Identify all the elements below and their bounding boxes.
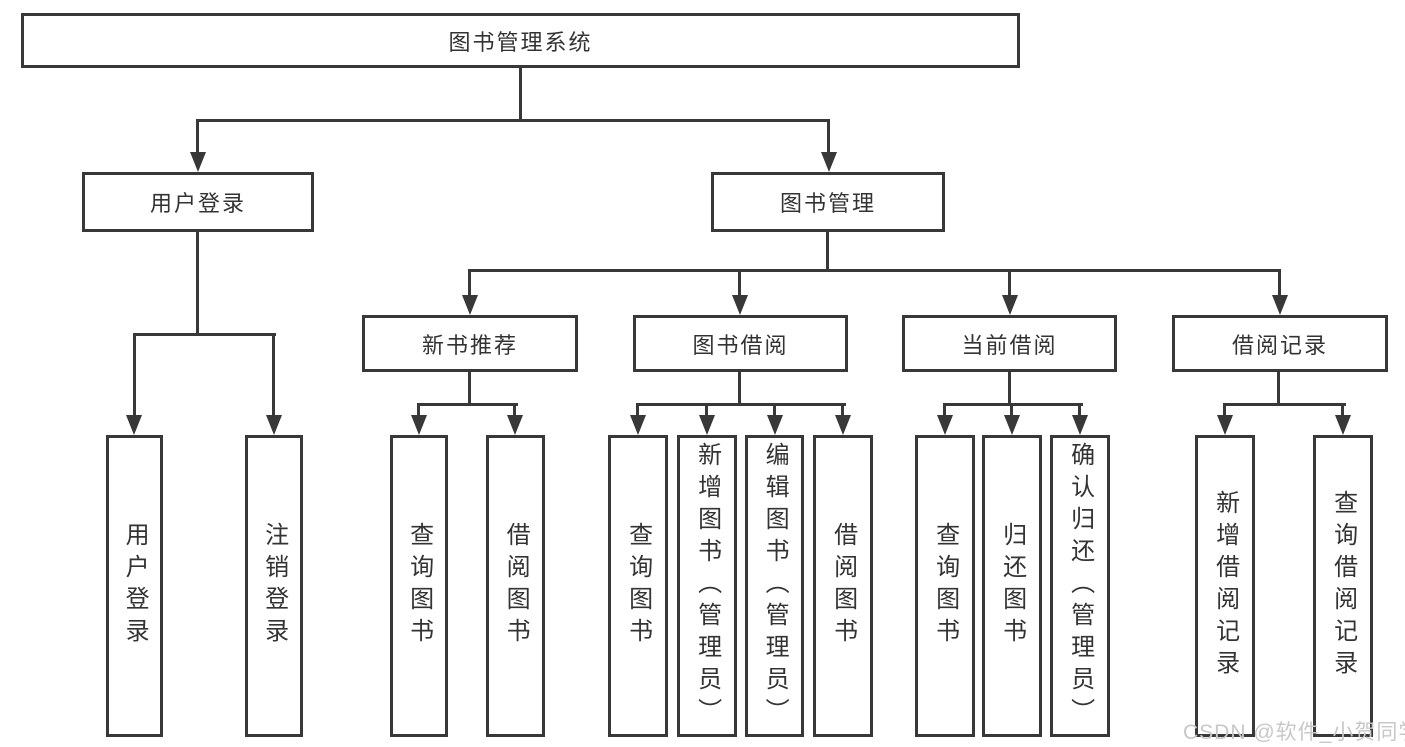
connector-drop <box>133 333 136 418</box>
connector-drop-book-mgmt <box>827 119 830 159</box>
connector-bus <box>943 403 1083 406</box>
connector-bus <box>1223 403 1346 406</box>
leaf-recommend-borrow-book-label: 借阅图书 <box>502 522 530 650</box>
leaf-user-login-label: 用户登录 <box>121 522 149 650</box>
leaf-query-borrow-record-label: 查询借阅记录 <box>1329 490 1357 682</box>
arrow-down-icon <box>1072 415 1088 435</box>
connector-stem <box>1277 370 1280 406</box>
connector-drop <box>468 269 471 299</box>
leaf-borrow-query-book-label: 查询图书 <box>624 522 652 650</box>
connector-root-bus <box>196 119 830 122</box>
node-borrow-records: 借阅记录 <box>1172 315 1388 372</box>
connector-bus <box>417 403 518 406</box>
connector-stem <box>1008 370 1011 406</box>
leaf-edit-book-admin: 编辑图书（管理员） <box>745 435 804 737</box>
leaf-recommend-query-book: 查询图书 <box>390 435 448 737</box>
leaf-return-book-label: 归还图书 <box>998 522 1026 650</box>
arrow-down-icon <box>835 415 851 435</box>
node-root: 图书管理系统 <box>21 13 1020 68</box>
connector-root-stem <box>519 66 522 121</box>
arrow-down-icon <box>1335 415 1351 435</box>
leaf-user-login: 用户登录 <box>106 435 163 737</box>
leaf-confirm-return-admin-label: 确认归还（管理员） <box>1066 442 1094 730</box>
node-user-login: 用户登录 <box>82 172 314 232</box>
leaf-recommend-borrow-book: 借阅图书 <box>486 435 545 737</box>
arrow-down-icon <box>462 295 478 315</box>
arrow-down-icon <box>1002 295 1018 315</box>
connector-drop <box>1341 403 1344 418</box>
arrow-down-icon <box>937 415 953 435</box>
leaf-return-book: 归还图书 <box>982 435 1042 737</box>
connector-drop <box>636 403 639 418</box>
node-book-management: 图书管理 <box>711 172 945 232</box>
connector-drop <box>738 269 741 299</box>
connector-book-mgmt-stem <box>826 230 829 272</box>
connector-stem <box>468 370 471 406</box>
connector-drop <box>1010 403 1013 418</box>
leaf-current-query-book: 查询图书 <box>915 435 975 737</box>
connector-drop <box>1008 269 1011 299</box>
leaf-logout: 注销登录 <box>245 435 303 737</box>
arrow-down-icon <box>190 152 206 172</box>
arrow-down-icon <box>767 415 783 435</box>
leaf-logout-label: 注销登录 <box>260 522 288 650</box>
node-current-borrow-label: 当前借阅 <box>961 332 1058 358</box>
node-new-book-recommend-label: 新书推荐 <box>421 332 518 358</box>
node-borrow-records-label: 借阅记录 <box>1231 332 1328 358</box>
arrow-down-icon <box>507 415 523 435</box>
leaf-borrow-query-book: 查询图书 <box>608 435 668 737</box>
connector-drop <box>272 333 275 418</box>
leaf-add-book-admin-label: 新增图书（管理员） <box>693 442 721 730</box>
arrow-down-icon <box>411 415 427 435</box>
connector-drop <box>841 403 844 418</box>
arrow-down-icon <box>1004 415 1020 435</box>
leaf-query-borrow-record: 查询借阅记录 <box>1313 435 1373 737</box>
arrow-down-icon <box>126 415 142 435</box>
arrow-down-icon <box>699 415 715 435</box>
arrow-down-icon <box>732 295 748 315</box>
leaf-edit-book-admin-label: 编辑图书（管理员） <box>761 442 789 730</box>
connector-drop <box>417 403 420 418</box>
connector-drop <box>705 403 708 418</box>
arrow-down-icon <box>266 415 282 435</box>
connector-drop <box>1078 403 1081 418</box>
arrow-down-icon <box>1217 415 1233 435</box>
node-book-management-label: 图书管理 <box>779 191 876 216</box>
watermark: CSDN @软件_小贺同学 <box>1183 721 1405 744</box>
node-user-login-label: 用户登录 <box>149 191 246 216</box>
node-new-book-recommend: 新书推荐 <box>362 315 578 372</box>
leaf-borrow-book: 借阅图书 <box>813 435 873 737</box>
arrow-down-icon <box>630 415 646 435</box>
connector-bus <box>636 403 846 406</box>
leaf-add-borrow-record-label: 新增借阅记录 <box>1211 490 1239 682</box>
leaf-confirm-return-admin: 确认归还（管理员） <box>1050 435 1110 737</box>
connector-drop <box>773 403 776 418</box>
node-current-borrow: 当前借阅 <box>902 315 1117 372</box>
connector-drop <box>513 403 516 418</box>
node-root-label: 图书管理系统 <box>448 29 593 55</box>
connector-drop-user-login <box>196 119 199 159</box>
connector-user-login-bus <box>133 333 276 336</box>
leaf-add-borrow-record: 新增借阅记录 <box>1195 435 1255 737</box>
connector-drop <box>1223 403 1226 418</box>
leaf-recommend-query-book-label: 查询图书 <box>405 522 433 650</box>
leaf-add-book-admin: 新增图书（管理员） <box>677 435 737 737</box>
leaf-current-query-book-label: 查询图书 <box>931 522 959 650</box>
connector-drop <box>1278 269 1281 299</box>
node-book-borrow: 图书借阅 <box>633 315 848 372</box>
connector-book-mgmt-bus <box>468 269 1281 272</box>
connector-user-login-stem <box>196 230 199 336</box>
arrow-down-icon <box>821 152 837 172</box>
node-book-borrow-label: 图书借阅 <box>692 332 789 358</box>
connector-drop <box>943 403 946 418</box>
leaf-borrow-book-label: 借阅图书 <box>829 522 857 650</box>
arrow-down-icon <box>1272 295 1288 315</box>
connector-stem <box>738 370 741 406</box>
